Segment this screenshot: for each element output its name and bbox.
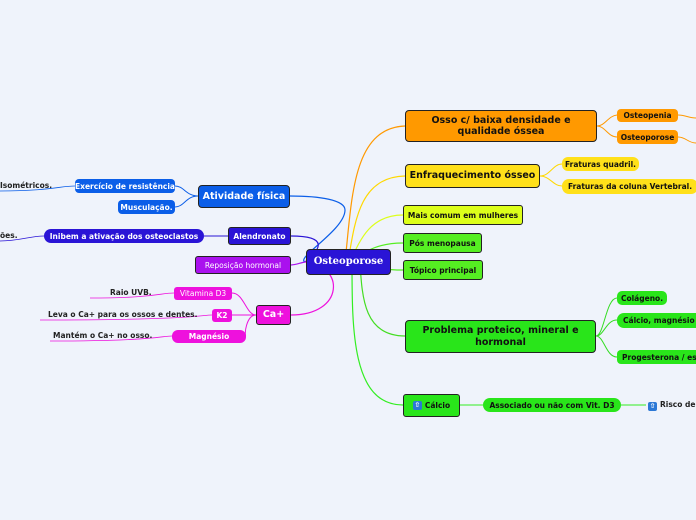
risco-label: Risco de — [660, 400, 696, 409]
node-osteoporose[interactable]: Osteoporose — [617, 130, 678, 144]
node-enfraquecimento[interactable]: Enfraquecimento ósseo — [405, 164, 540, 188]
up-arrow-icon: ⇧ — [648, 402, 657, 411]
calcio-label: Cálcio — [424, 401, 451, 410]
node-mulheres[interactable]: Mais comum em mulheres — [403, 205, 523, 225]
text-isometricos: Isométricos. — [0, 181, 53, 190]
node-inibem[interactable]: Inibem a ativação dos osteoclastos — [44, 229, 204, 243]
text-oes: ões. — [0, 231, 18, 240]
node-fraturas-coluna[interactable]: Fraturas da coluna Vertebral. — [562, 179, 696, 194]
node-topico[interactable]: Tópico principal — [403, 260, 483, 280]
node-osso[interactable]: Osso c/ baixa densidade e qualidade ósse… — [405, 110, 597, 142]
node-associado[interactable]: Associado ou não com Vit. D3 — [483, 398, 621, 412]
central-topic[interactable]: Osteoporose — [306, 249, 391, 275]
node-menopausa[interactable]: Pós menopausa — [403, 233, 482, 253]
node-problema[interactable]: Problema proteico, mineral e hormonal — [405, 320, 596, 353]
node-atividade[interactable]: Atividade física — [198, 185, 290, 208]
node-colageno[interactable]: Colágeno. — [617, 291, 667, 305]
node-progesterona[interactable]: Progesterona / es — [617, 350, 696, 364]
text-mantem: Mantém o Ca+ no osso. — [53, 331, 153, 340]
node-exercicio[interactable]: Exercício de resistência — [75, 179, 175, 193]
node-reposicao[interactable]: Reposição hormonal — [195, 256, 291, 274]
node-k2[interactable]: K2 — [212, 309, 232, 322]
text-raio: Raio UVB. — [110, 288, 152, 297]
node-risco[interactable]: ⇧Risco de — [648, 400, 695, 411]
node-calcio[interactable]: ⇧Cálcio — [403, 394, 460, 417]
node-fraturas-quadril[interactable]: Fraturas quadril. — [562, 157, 639, 171]
node-osteopenia[interactable]: Osteopenia — [617, 109, 678, 122]
node-alendronato[interactable]: Alendronato — [228, 227, 291, 245]
node-calcio-magnesio[interactable]: Cálcio, magnésio — [617, 313, 696, 328]
text-leva: Leva o Ca+ para os ossos e dentes. — [48, 310, 198, 319]
node-ca[interactable]: Ca+ — [256, 305, 291, 325]
node-musculacao[interactable]: Musculação. — [118, 200, 175, 214]
node-vitd3[interactable]: Vitamina D3 — [174, 287, 232, 300]
up-arrow-icon: ⇧ — [412, 401, 422, 410]
node-magnesio[interactable]: Magnésio — [172, 330, 246, 343]
